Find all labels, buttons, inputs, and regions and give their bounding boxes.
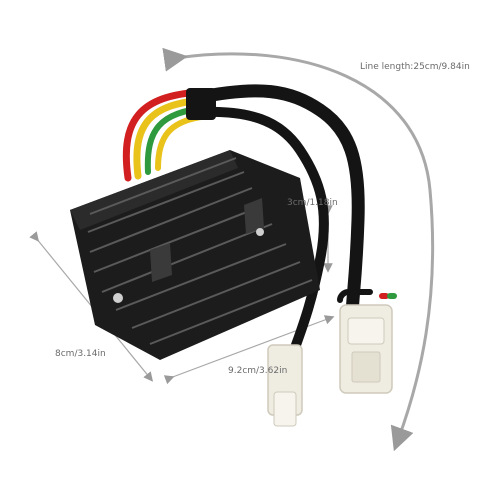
connector-large (339, 304, 393, 394)
black-cables (186, 84, 397, 350)
line-length-label: Line length:25cm/9.84in (360, 62, 470, 72)
height-label: 3cm/1.18in (287, 198, 338, 208)
connector-small (267, 344, 303, 427)
depth-label: 8cm/3.14in (55, 349, 106, 359)
regulator-body (70, 150, 320, 360)
width-label: 9.2cm/3.62in (228, 366, 288, 376)
cable-length-arrow-icon (162, 47, 435, 452)
